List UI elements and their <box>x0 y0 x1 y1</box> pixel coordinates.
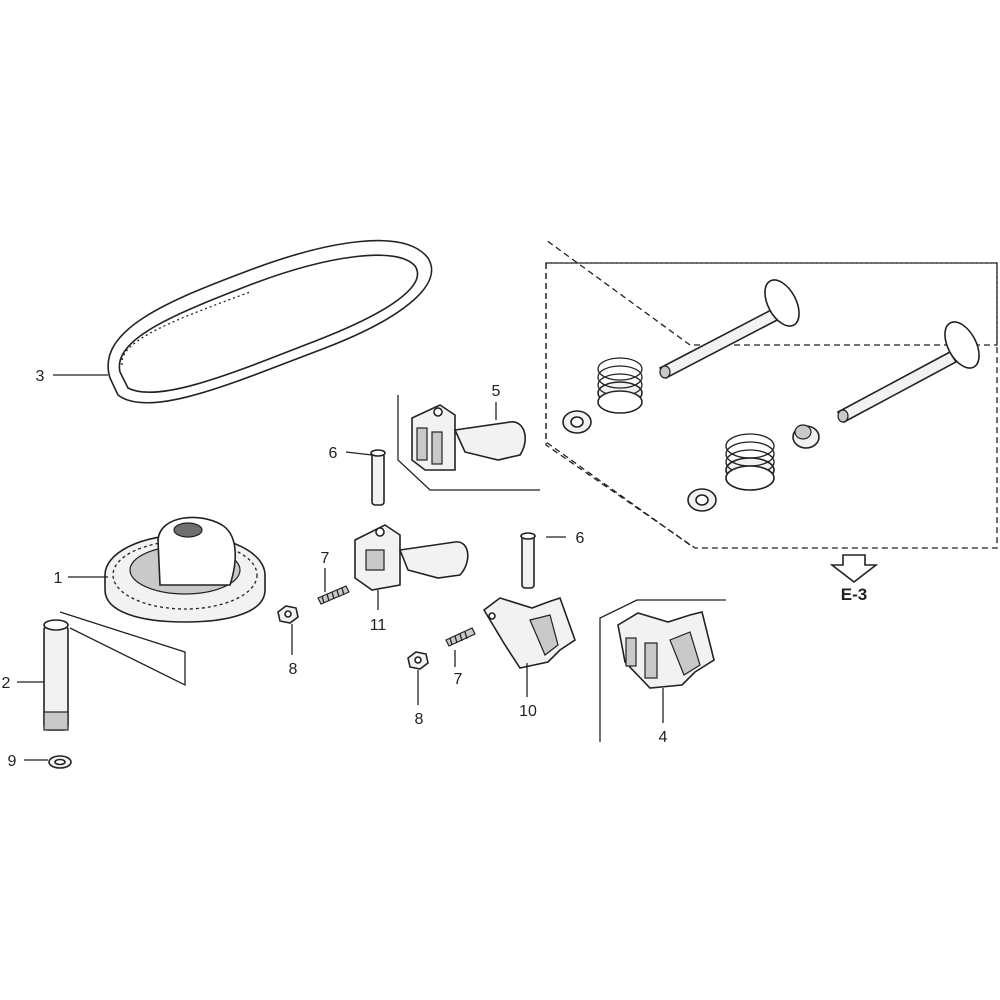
callout-6-right: 6 <box>576 530 585 547</box>
callout-7-right: 7 <box>454 671 463 688</box>
spring-retainer-upper <box>562 410 592 434</box>
callout-10: 10 <box>519 703 537 720</box>
lock-nut-right <box>407 651 429 670</box>
valve-rotator <box>792 424 820 449</box>
callout-4: 4 <box>659 729 668 746</box>
callout-8-left: 8 <box>289 661 298 678</box>
callout-6-left: 6 <box>329 445 338 462</box>
intake-valve <box>658 279 800 380</box>
exhaust-valve <box>836 321 980 424</box>
valve-spring-lower <box>725 433 775 491</box>
callout-3: 3 <box>36 368 45 385</box>
rocker-bracket-4 <box>617 611 715 689</box>
callout-9: 9 <box>8 753 17 770</box>
adjusting-screw-left <box>317 585 350 605</box>
callout-7-left: 7 <box>321 550 330 567</box>
cam-pulley <box>104 516 266 623</box>
washer <box>48 755 72 769</box>
adjusting-screw-right <box>445 627 476 647</box>
callout-2: 2 <box>2 675 11 692</box>
callout-8-right: 8 <box>415 711 424 728</box>
spring-retainer-lower <box>687 488 717 512</box>
lock-nut-left <box>277 605 299 624</box>
valve-spring-upper <box>597 357 643 414</box>
reference-arrow <box>829 554 879 584</box>
pivot-pin-left <box>370 449 386 506</box>
valve-group-box <box>545 262 998 549</box>
callout-1: 1 <box>54 570 63 587</box>
rocker-arm-11 <box>354 524 469 591</box>
callout-11: 11 <box>370 617 387 634</box>
rocker-arm-5 <box>411 404 526 471</box>
pivot-pin-right <box>520 532 536 589</box>
rocker-bracket-10 <box>482 596 576 669</box>
callout-5: 5 <box>492 383 501 400</box>
timing-belt <box>107 239 433 404</box>
camshaft <box>43 619 69 731</box>
reference-label: E-3 <box>841 585 867 604</box>
